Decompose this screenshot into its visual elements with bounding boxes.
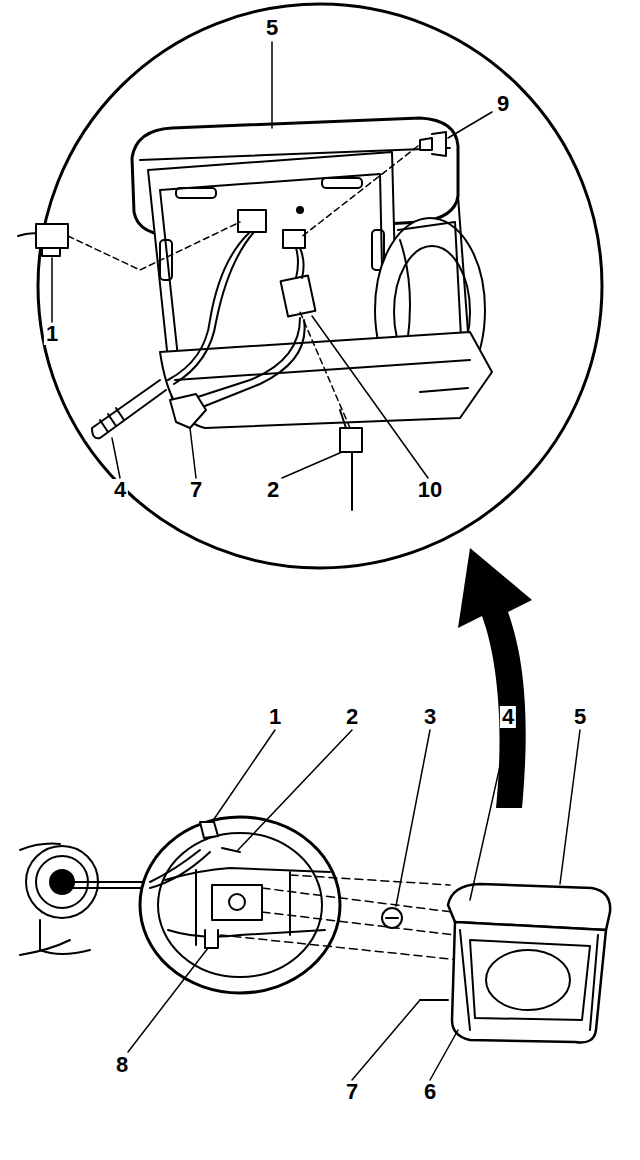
airbag-module-detail-part (322, 178, 362, 188)
airbag-module-detail-part (92, 380, 166, 438)
assembly-lines-part (220, 935, 460, 960)
callout-number: 4 (112, 479, 128, 501)
callout-number: 5 (264, 17, 280, 39)
leader-lines (52, 42, 492, 478)
assembly-lines (220, 875, 460, 960)
leader-lines-part (448, 112, 492, 138)
airbag-module-detail-part (190, 320, 305, 412)
assembly-lines-part (290, 875, 450, 885)
steering-column-part (62, 882, 150, 888)
airbag-module-part (470, 940, 590, 1020)
steering-wheel-part (158, 833, 322, 977)
leader-lines-part (212, 730, 275, 822)
curved-arrow (458, 548, 532, 808)
leader-lines-part (112, 438, 120, 478)
screw-part (382, 908, 402, 928)
airbag-module-detail-part (300, 146, 418, 238)
steering-column-part (40, 920, 90, 954)
screw (382, 908, 402, 928)
steering-wheel-part (229, 894, 245, 910)
airbag-module-part (460, 930, 598, 1030)
airbag-module-detail-part (300, 248, 304, 278)
assembly-lines-part (262, 912, 455, 935)
airbag-module-detail-part (36, 224, 68, 248)
assembly-lines-part (262, 888, 452, 912)
steering-column (20, 844, 150, 955)
callout-number: 9 (495, 93, 511, 115)
airbag-module-detail-part (238, 210, 266, 232)
callout-number: 4 (500, 706, 516, 728)
airbag-module-detail-part (296, 248, 298, 278)
airbag-module-detail-part (100, 408, 124, 432)
steering-wheel (140, 817, 340, 993)
airbag-module-detail-part (283, 230, 305, 248)
airbag-module (420, 884, 610, 1043)
airbag-module-detail-part (170, 394, 206, 428)
airbag-module-detail-part (340, 428, 362, 452)
leader-lines-part (312, 316, 428, 478)
airbag-module-part (486, 950, 570, 1010)
detail-circle-part (38, 4, 602, 568)
airbag-module-detail-part (297, 207, 303, 213)
airbag-module-detail-part (174, 232, 254, 384)
callout-number: 1 (267, 706, 283, 728)
screw-part (386, 917, 398, 919)
callout-number: 7 (188, 479, 204, 501)
leader-lines-part (271, 42, 273, 128)
leader-lines-part (128, 948, 208, 1052)
callout-number: 5 (572, 706, 588, 728)
leader-lines-part (560, 730, 580, 884)
curved-arrow-part (458, 548, 532, 808)
steering-wheel-part (200, 822, 218, 838)
airbag-module-detail-part (420, 388, 468, 392)
steering-wheel-part (168, 930, 325, 937)
callout-number: 2 (344, 706, 360, 728)
leader-lines (128, 730, 580, 1080)
steering-wheel-part (212, 885, 262, 920)
airbag-module-detail-part (176, 318, 300, 404)
leader-lines-part (470, 730, 508, 900)
leader-lines-part (51, 258, 53, 322)
leader-lines-part (190, 428, 196, 478)
callout-number: 6 (422, 1081, 438, 1103)
airbag-module-detail-part (176, 188, 216, 198)
airbag-module-part (452, 922, 606, 1043)
airbag-module-detail-part (420, 132, 446, 156)
airbag-module-detail-part (281, 275, 316, 316)
callout-number: 7 (344, 1081, 360, 1103)
airbag-module-detail-part (42, 248, 60, 256)
airbag-module-detail-part (340, 410, 352, 510)
leader-lines-part (396, 730, 430, 906)
callout-number: 3 (422, 706, 438, 728)
callout-number: 2 (265, 479, 281, 501)
airbag-module-detail-part (68, 222, 240, 270)
steering-wheel-part (205, 930, 218, 948)
callout-number: 10 (416, 479, 444, 501)
airbag-module-detail (18, 118, 492, 510)
steering-wheel-part (150, 852, 210, 888)
steering-wheel-part (140, 817, 340, 993)
leader-lines-part (352, 1000, 420, 1080)
leader-lines-part (282, 452, 342, 478)
airbag-module-part (420, 999, 448, 1001)
callout-number: 1 (44, 323, 60, 345)
airbag-module-detail-part (300, 312, 350, 428)
leader-lines-part (238, 730, 352, 850)
callout-number: 8 (114, 1054, 130, 1076)
leader-lines-part (430, 1030, 458, 1080)
detail-circle (38, 4, 602, 568)
